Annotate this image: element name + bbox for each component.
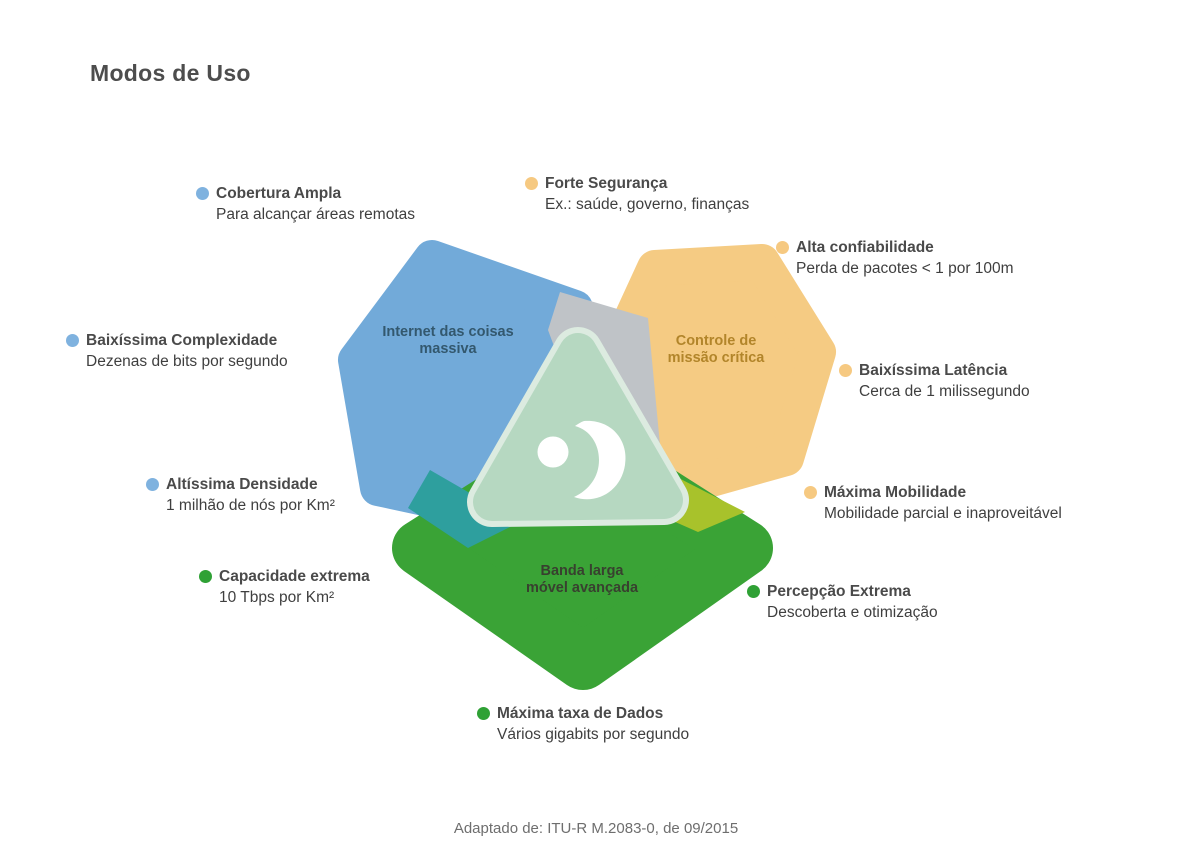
item-subtitle: Descoberta e otimização xyxy=(767,604,938,621)
item-percepcao-extrema: Percepção Extrema Descoberta e otimizaçã… xyxy=(747,581,938,623)
bullet-dot-icon xyxy=(525,177,538,190)
item-title: Cobertura Ampla xyxy=(216,185,342,202)
overlap-iot-broadband xyxy=(408,470,520,548)
bullet-dot-icon xyxy=(776,241,789,254)
bullet-dot-icon xyxy=(196,187,209,200)
item-subtitle: Perda de pacotes < 1 por 100m xyxy=(796,260,1014,277)
item-baixissima-latencia: Baixíssima Latência Cerca de 1 milissegu… xyxy=(839,360,1030,402)
item-capacidade-extrema: Capacidade extrema 10 Tbps por Km² xyxy=(199,566,370,608)
item-title: Percepção Extrema xyxy=(767,583,911,600)
item-subtitle: Ex.: saúde, governo, finanças xyxy=(545,196,750,213)
item-alta-confiabilidade: Alta confiabilidade Perda de pacotes < 1… xyxy=(776,237,1014,279)
item-title: Altíssima Densidade xyxy=(166,476,318,493)
page-title: Modos de Uso xyxy=(90,60,251,86)
item-subtitle: 10 Tbps por Km² xyxy=(219,589,335,606)
item-forte-seguranca: Forte Segurança Ex.: saúde, governo, fin… xyxy=(525,173,749,215)
logo-swoosh-icon xyxy=(574,420,626,500)
item-maxima-taxa-dados: Máxima taxa de Dados Vários gigabits por… xyxy=(477,703,689,745)
item-subtitle: Para alcançar áreas remotas xyxy=(216,206,416,223)
bullet-dot-icon xyxy=(199,570,212,583)
item-title: Baixíssima Latência xyxy=(859,362,1008,379)
logo-dot-icon xyxy=(537,436,569,468)
bullet-dot-icon xyxy=(804,486,817,499)
item-subtitle: Vários gigabits por segundo xyxy=(497,726,690,743)
item-subtitle: Dezenas de bits por segundo xyxy=(86,353,288,370)
item-title: Máxima Mobilidade xyxy=(824,484,967,501)
item-title: Baixíssima Complexidade xyxy=(86,332,278,349)
item-subtitle: Cerca de 1 milissegundo xyxy=(859,383,1030,400)
item-subtitle: 1 milhão de nós por Km² xyxy=(166,497,335,514)
item-title: Alta confiabilidade xyxy=(796,239,934,256)
item-title: Capacidade extrema xyxy=(219,568,370,585)
bullet-dot-icon xyxy=(839,364,852,377)
item-baixissima-complexidade: Baixíssima Complexidade Dezenas de bits … xyxy=(66,330,288,372)
item-altissima-densidade: Altíssima Densidade 1 milhão de nós por … xyxy=(146,474,335,516)
bullet-dot-icon xyxy=(747,585,760,598)
item-title: Máxima taxa de Dados xyxy=(497,705,664,722)
bullet-dot-icon xyxy=(477,707,490,720)
item-subtitle: Mobilidade parcial e inaproveitável xyxy=(824,505,1062,522)
item-maxima-mobilidade: Máxima Mobilidade Mobilidade parcial e i… xyxy=(804,482,1062,524)
bullet-dot-icon xyxy=(66,334,79,347)
bullet-dot-icon xyxy=(146,478,159,491)
item-cobertura-ampla: Cobertura Ampla Para alcançar áreas remo… xyxy=(196,183,415,225)
source-caption: Adaptado de: ITU-R M.2083-0, de 09/2015 xyxy=(453,820,739,837)
item-title: Forte Segurança xyxy=(545,175,668,192)
